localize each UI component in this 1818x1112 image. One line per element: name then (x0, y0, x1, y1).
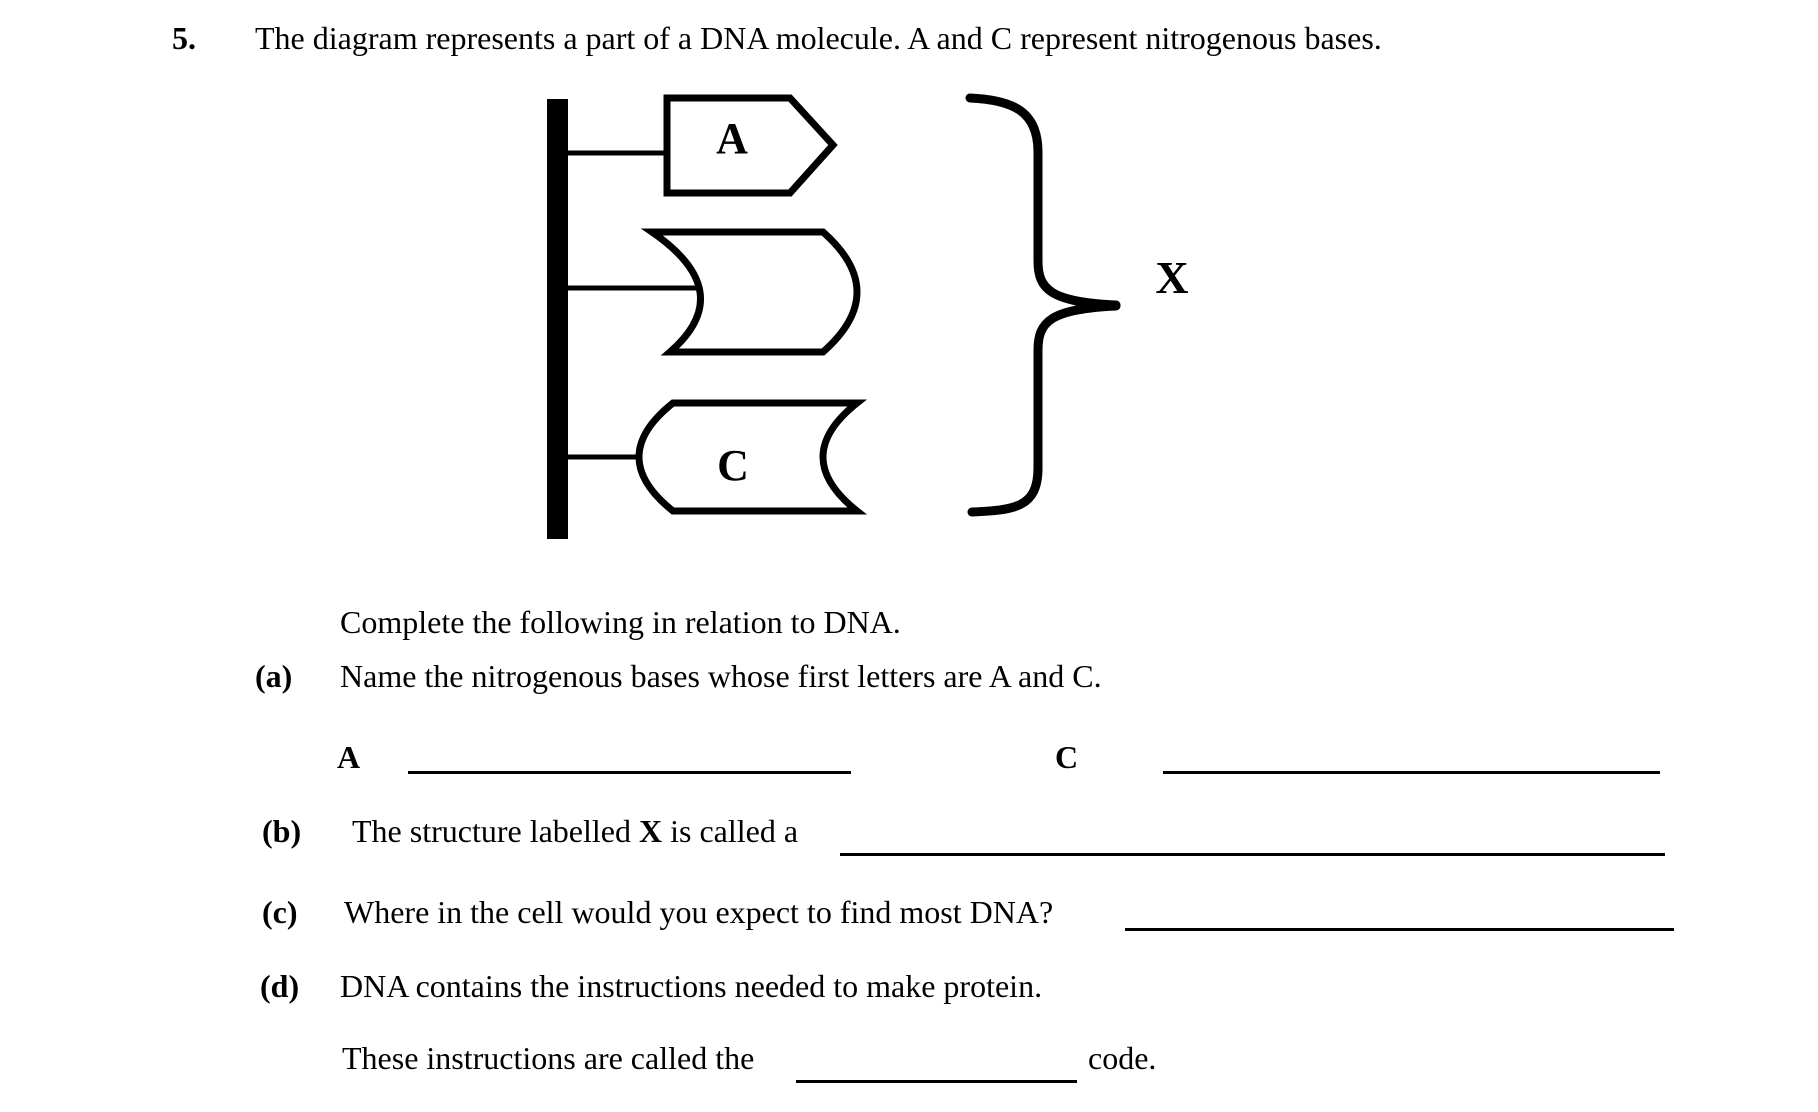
brace-lower-half (967, 301, 1121, 517)
intro-text: Complete the following in relation to DN… (340, 604, 901, 640)
part-b-label: (b) (262, 813, 302, 849)
blank-a-letter: A (337, 739, 361, 775)
base-unlabelled-shape (640, 228, 861, 356)
part-c-label: (c) (262, 894, 298, 930)
question-prompt: The diagram represents a part of a DNA m… (255, 20, 1382, 56)
part-d-text: DNA contains the instructions needed to … (340, 968, 1043, 1004)
answer-blank-d[interactable] (796, 1080, 1077, 1083)
question-number: 5. (172, 20, 196, 56)
part-a-text: Name the nitrogenous bases whose first l… (340, 658, 1102, 694)
dna-diagram: A C X (547, 93, 1189, 539)
part-b-text-after: is called a (662, 813, 799, 849)
dna-backbone-bar (547, 99, 568, 539)
answer-blank-a[interactable] (408, 771, 851, 774)
answer-blank-c-part[interactable] (1125, 928, 1674, 931)
base-a-letter: A (716, 114, 748, 163)
part-d-followup-text: These instructions are called the (342, 1040, 755, 1076)
part-b-x-emphasis: X (638, 813, 663, 849)
part-a-label: (a) (255, 658, 293, 694)
base-c-shape (635, 399, 868, 515)
answer-blank-b[interactable] (840, 853, 1665, 856)
base-c-letter: C (717, 441, 749, 490)
part-d-label: (d) (260, 968, 300, 1004)
brace-upper-half (965, 93, 1121, 310)
base-a-shape (663, 94, 838, 197)
part-c-text: Where in the cell would you expect to fi… (344, 894, 1054, 930)
answer-blank-c[interactable] (1163, 771, 1660, 774)
part-b-text-before: The structure labelled (352, 813, 639, 849)
part-d-followup-suffix: code. (1088, 1040, 1157, 1076)
part-b-text: The structure labelled X is called a (352, 813, 798, 850)
brace-x-label: X (1155, 252, 1188, 303)
blank-c-letter: C (1055, 739, 1079, 775)
